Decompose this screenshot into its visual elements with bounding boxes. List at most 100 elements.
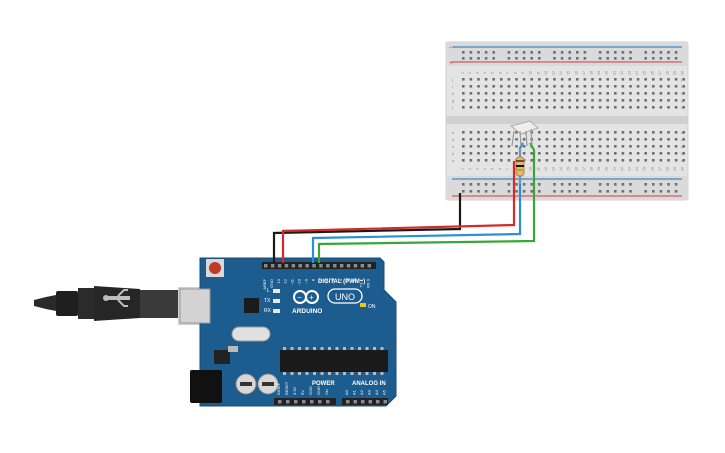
breadboard-hole[interactable] bbox=[568, 99, 571, 102]
rail-hole[interactable] bbox=[492, 57, 495, 60]
breadboard-hole[interactable] bbox=[591, 106, 594, 109]
analog-pin-2[interactable] bbox=[361, 400, 365, 404]
breadboard-hole[interactable] bbox=[522, 92, 526, 95]
breadboard-hole[interactable] bbox=[553, 92, 556, 95]
breadboard-hole[interactable] bbox=[652, 78, 655, 81]
breadboard-hole[interactable] bbox=[522, 85, 526, 88]
breadboard-hole[interactable] bbox=[576, 152, 579, 155]
rail-hole[interactable] bbox=[477, 190, 480, 193]
breadboard-hole[interactable] bbox=[659, 85, 663, 88]
breadboard-hole[interactable] bbox=[576, 145, 579, 148]
breadboard-hole[interactable] bbox=[462, 99, 465, 102]
breadboard-hole[interactable] bbox=[507, 131, 511, 134]
breadboard-hole[interactable] bbox=[507, 106, 511, 109]
breadboard-hole[interactable] bbox=[500, 85, 503, 88]
breadboard-hole[interactable] bbox=[500, 99, 503, 102]
breadboard-hole[interactable] bbox=[636, 131, 640, 134]
breadboard-hole[interactable] bbox=[545, 152, 549, 155]
rail-hole[interactable] bbox=[621, 51, 625, 54]
rail-hole[interactable] bbox=[477, 57, 480, 60]
breadboard-hole[interactable] bbox=[576, 131, 579, 134]
rail-hole[interactable] bbox=[515, 51, 518, 54]
power-pin-3[interactable] bbox=[302, 400, 306, 404]
breadboard-hole[interactable] bbox=[462, 159, 465, 162]
rail-hole[interactable] bbox=[606, 183, 609, 186]
breadboard-hole[interactable] bbox=[682, 159, 685, 162]
digital-pin-10[interactable] bbox=[333, 264, 337, 268]
breadboard-hole[interactable] bbox=[667, 78, 670, 81]
rail-hole[interactable] bbox=[614, 57, 617, 60]
rail-hole[interactable] bbox=[614, 190, 617, 193]
breadboard-hole[interactable] bbox=[629, 106, 632, 109]
breadboard-hole[interactable] bbox=[621, 106, 625, 109]
rail-hole[interactable] bbox=[462, 57, 465, 60]
breadboard-hole[interactable] bbox=[629, 85, 632, 88]
breadboard-hole[interactable] bbox=[636, 92, 640, 95]
breadboard-hole[interactable] bbox=[484, 78, 488, 81]
breadboard-hole[interactable] bbox=[583, 159, 587, 162]
breadboard-hole[interactable] bbox=[469, 99, 473, 102]
rail-hole[interactable] bbox=[538, 51, 541, 54]
breadboard-hole[interactable] bbox=[667, 99, 670, 102]
breadboard-hole[interactable] bbox=[606, 78, 609, 81]
breadboard-hole[interactable] bbox=[667, 152, 670, 155]
breadboard-hole[interactable] bbox=[538, 78, 541, 81]
breadboard-hole[interactable] bbox=[507, 99, 511, 102]
breadboard-hole[interactable] bbox=[621, 131, 625, 134]
breadboard-hole[interactable] bbox=[530, 152, 533, 155]
breadboard-hole[interactable] bbox=[462, 152, 465, 155]
rail-hole[interactable] bbox=[659, 57, 663, 60]
breadboard-hole[interactable] bbox=[538, 99, 541, 102]
breadboard-hole[interactable] bbox=[682, 145, 685, 148]
breadboard-hole[interactable] bbox=[606, 85, 609, 88]
breadboard-hole[interactable] bbox=[636, 138, 640, 141]
rail-hole[interactable] bbox=[606, 57, 609, 60]
breadboard-hole[interactable] bbox=[576, 92, 579, 95]
power-pin-4[interactable] bbox=[310, 400, 314, 404]
breadboard-hole[interactable] bbox=[538, 131, 541, 134]
breadboard-hole[interactable] bbox=[576, 85, 579, 88]
rail-hole[interactable] bbox=[614, 183, 617, 186]
breadboard-hole[interactable] bbox=[538, 106, 541, 109]
breadboard-hole[interactable] bbox=[652, 159, 655, 162]
rail-hole[interactable] bbox=[484, 190, 488, 193]
rail-hole[interactable] bbox=[652, 190, 655, 193]
breadboard-hole[interactable] bbox=[530, 92, 533, 95]
breadboard-hole[interactable] bbox=[484, 138, 488, 141]
rail-hole[interactable] bbox=[674, 190, 678, 193]
rail-hole[interactable] bbox=[553, 51, 556, 54]
rail-hole[interactable] bbox=[530, 51, 533, 54]
analog-pin-4[interactable] bbox=[376, 400, 380, 404]
breadboard-hole[interactable] bbox=[553, 106, 556, 109]
breadboard-hole[interactable] bbox=[560, 152, 564, 155]
breadboard-hole[interactable] bbox=[591, 138, 594, 141]
breadboard-hole[interactable] bbox=[682, 138, 685, 141]
rail-hole[interactable] bbox=[644, 51, 647, 54]
breadboard-hole[interactable] bbox=[492, 159, 495, 162]
breadboard-hole[interactable] bbox=[530, 106, 533, 109]
rail-hole[interactable] bbox=[667, 190, 670, 193]
breadboard-hole[interactable] bbox=[530, 85, 533, 88]
breadboard-hole[interactable] bbox=[644, 78, 647, 81]
breadboard-hole[interactable] bbox=[583, 145, 587, 148]
breadboard-hole[interactable] bbox=[659, 78, 663, 81]
breadboard-hole[interactable] bbox=[636, 106, 640, 109]
breadboard-hole[interactable] bbox=[492, 85, 495, 88]
breadboard-hole[interactable] bbox=[553, 159, 556, 162]
rail-hole[interactable] bbox=[644, 183, 647, 186]
breadboard-hole[interactable] bbox=[682, 92, 685, 95]
rail-hole[interactable] bbox=[484, 57, 488, 60]
breadboard-hole[interactable] bbox=[682, 106, 685, 109]
breadboard-hole[interactable] bbox=[674, 138, 678, 141]
rail-hole[interactable] bbox=[560, 190, 564, 193]
breadboard-hole[interactable] bbox=[583, 78, 587, 81]
breadboard-hole[interactable] bbox=[606, 152, 609, 155]
rail-hole[interactable] bbox=[522, 51, 526, 54]
breadboard-hole[interactable] bbox=[538, 92, 541, 95]
breadboard-hole[interactable] bbox=[545, 106, 549, 109]
rail-hole[interactable] bbox=[576, 57, 579, 60]
breadboard-hole[interactable] bbox=[652, 106, 655, 109]
rail-hole[interactable] bbox=[462, 190, 465, 193]
rail-hole[interactable] bbox=[667, 57, 670, 60]
